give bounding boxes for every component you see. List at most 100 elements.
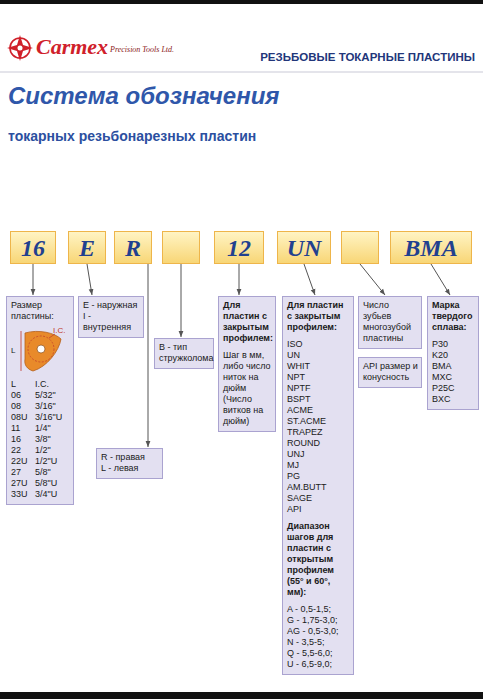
box-text: P25C <box>432 383 475 394</box>
box-text: TRAPEZ <box>287 427 350 438</box>
table-cell: 1/2"U <box>35 456 70 467</box>
header-rule <box>0 72 483 73</box>
box-text: UN <box>287 350 350 361</box>
size-box: Размер пластины:I.C.LLI.C.065/32"083/16"… <box>6 296 74 505</box>
box-text: K20 <box>432 350 475 361</box>
dimension-label: L <box>11 345 15 356</box>
box-text: AM.BUTT <box>287 482 350 493</box>
info-box: E - наружнаяI - внутренняя <box>78 296 144 338</box>
table-cell: 1/4" <box>35 423 70 434</box>
table-cell: 22 <box>11 445 35 456</box>
table-cell: I.C. <box>35 379 70 390</box>
code-letter: UN <box>287 234 322 262</box>
info-box: Для пластин с закрытым профилем: ISOUNWHI… <box>282 296 354 675</box>
box-text: BMA <box>432 361 475 372</box>
code-letter: 16 <box>21 234 45 262</box>
table-cell: 5/32" <box>35 390 70 401</box>
box-text: Для пластин с закрытым профилем: <box>223 300 272 344</box>
table-cell: 5/8" <box>35 467 70 478</box>
code-letter: R <box>125 234 141 262</box>
table-cell: 3/16"U <box>35 412 70 423</box>
box-text: Марка твердого сплава: <box>432 300 475 333</box>
table-cell: 3/16" <box>35 401 70 412</box>
box-text: MJ <box>287 460 350 471</box>
table-cell: 08 <box>11 401 35 412</box>
box-text: P30 <box>432 339 475 350</box>
table-cell: 11 <box>11 423 35 434</box>
table-cell: 16 <box>11 434 35 445</box>
code-box: E <box>68 231 106 264</box>
connector-arrow <box>360 264 385 295</box>
box-text: Для пластин с закрытым профилем: <box>287 300 350 333</box>
box-heading: Размер пластины: <box>11 300 70 322</box>
table-cell: 33U <box>11 489 35 500</box>
box-text: I - внутренняя <box>83 311 140 333</box>
connector-arrow <box>239 264 240 295</box>
connector-arrow <box>431 264 450 295</box>
table-cell: 27 <box>11 467 35 478</box>
box-text: L - левая <box>101 463 159 474</box>
code-box: BMA <box>390 231 472 264</box>
info-box: Для пластин с закрытым профилем: Шаг в мм… <box>218 296 276 432</box>
box-text: E - наружная <box>83 300 140 311</box>
code-box: UN <box>277 231 331 264</box>
table-cell: 5/8"U <box>35 478 70 489</box>
box-text: AG - 0,5-3,0; <box>287 626 350 637</box>
code-letter: 12 <box>227 234 251 262</box>
info-box: API размер и конусность <box>358 357 422 388</box>
box-text: B - тип стружколома <box>159 342 210 364</box>
box-text: Шаг в мм, либо число ниток на дюйм (Числ… <box>223 350 272 427</box>
box-text: ST.ACME <box>287 416 350 427</box>
box-text: WHIT <box>287 361 350 372</box>
box-text: ROUND <box>287 438 350 449</box>
title: Система обозначения <box>8 82 279 110</box>
subtitle: токарных резьбонарезных пластин <box>8 128 256 145</box>
connector-arrow <box>33 264 34 295</box>
info-box: Марка твердого сплава: P30K20BMAMXCP25CBX… <box>427 296 479 410</box>
connector-arrow <box>87 264 92 295</box>
box-text: Число зубьев многозубой пластины <box>363 300 418 344</box>
box-text: MXC <box>432 372 475 383</box>
brand-name: Carmex <box>36 34 108 60</box>
box-text: R - правая <box>101 452 159 463</box>
bottom-bar <box>0 692 483 699</box>
table-cell: 3/4"U <box>35 489 70 500</box>
box-text: UNJ <box>287 449 350 460</box>
brand-tagline: Precision Tools Ltd. <box>110 45 174 55</box>
table-cell: 22U <box>11 456 35 467</box>
table-cell: 06 <box>11 390 35 401</box>
table-cell: 1/2" <box>35 445 70 456</box>
box-text: BSPT <box>287 394 350 405</box>
header-heading: РЕЗЬБОВЫЕ ТОКАРНЫЕ ПЛАСТИНЫ <box>260 50 475 64</box>
box-text: BXC <box>432 394 475 405</box>
connector-arrow <box>181 264 182 337</box>
box-text: Q - 5,5-6,0; <box>287 648 350 659</box>
box-text: A - 0,5-1,5; <box>287 604 350 615</box>
table-cell: L <box>11 379 35 390</box>
box-text: ACME <box>287 405 350 416</box>
box-text: API размер и конусность <box>363 361 418 383</box>
box-text: SAGE <box>287 493 350 504</box>
box-text: ISO <box>287 339 350 350</box>
connector-arrow <box>304 264 315 295</box>
box-text: U - 6,5-9,0; <box>287 659 350 670</box>
top-bar <box>0 0 483 4</box>
box-text: Диапазон шагов для пластин с открытым пр… <box>287 521 350 598</box>
table-cell: 08U <box>11 412 35 423</box>
code-box: 16 <box>10 231 56 264</box>
table-cell: 27U <box>11 478 35 489</box>
info-box: Число зубьев многозубой пластины <box>358 296 422 349</box>
box-text: G - 1,75-3,0; <box>287 615 350 626</box>
box-text: PG <box>287 471 350 482</box>
info-box: B - тип стружколома <box>154 338 214 369</box>
logo-emblem <box>7 35 33 61</box>
code-box: R <box>114 231 152 264</box>
info-box: R - праваяL - левая <box>96 448 163 479</box>
connector-arrow <box>148 264 149 447</box>
box-text: NPTF <box>287 383 350 394</box>
table-cell: 3/8" <box>35 434 70 445</box>
box-text: NPT <box>287 372 350 383</box>
code-box: 12 <box>214 231 264 264</box>
code-letter: BMA <box>404 234 457 262</box>
